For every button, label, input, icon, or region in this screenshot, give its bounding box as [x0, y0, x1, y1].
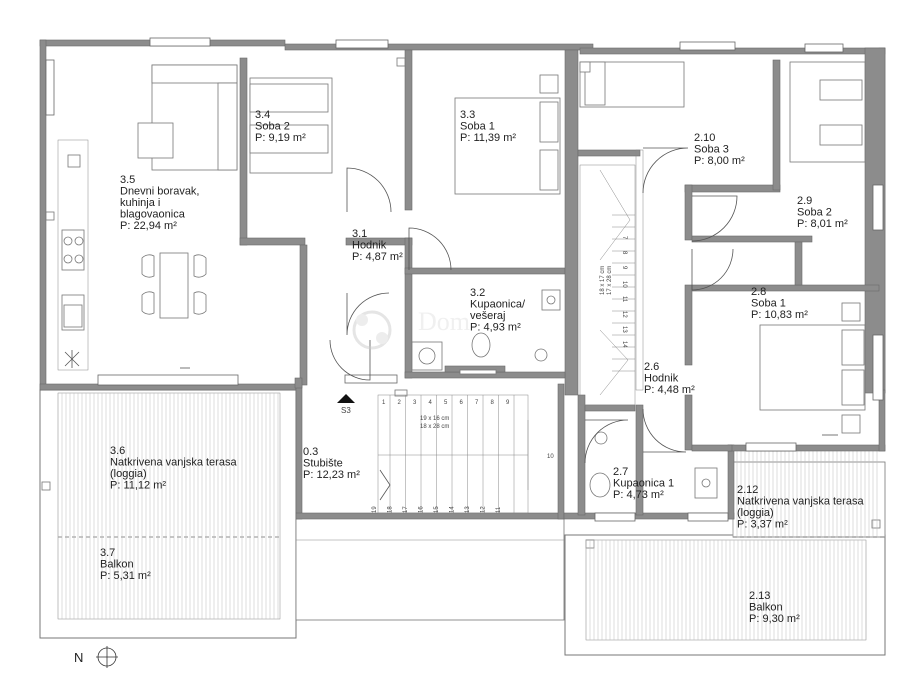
room-label-r210-line-2: P: 8,00 m² — [694, 155, 745, 167]
room-label-r28-line-0: 2.8 — [751, 286, 766, 298]
room-label-r35-line-3: blagovaonica — [120, 209, 186, 221]
room-label-r29-line-2: P: 8,01 m² — [797, 218, 848, 230]
stair-number-lower: 11 — [496, 506, 502, 513]
stairs-secondary: 7 8 9 10 11 12 13 14 — [579, 164, 636, 406]
stair-dim-right-2: 17 x 28 cm — [607, 266, 613, 295]
stair-number-right: 12 — [621, 311, 627, 318]
room-label-r212-line-3: P: 3,37 m² — [737, 519, 788, 531]
room-label-r27-line-1: Kupaonica 1 — [613, 478, 674, 490]
windows — [45, 37, 884, 522]
room-label-r35-line-1: Dnevni boravak, — [120, 186, 200, 198]
watermark: Dom — [352, 307, 470, 350]
room-label-r31-line-1: Hodnik — [352, 240, 387, 252]
room-label-r35-line-2: kuhinja i — [120, 197, 160, 209]
room-label-r32-line-3: P: 4,93 m² — [470, 322, 521, 334]
room-label-r29-line-0: 2.9 — [797, 195, 812, 207]
room-label-r26-line-1: Hodnik — [644, 373, 679, 385]
stair-number-lower: 17 — [403, 506, 409, 513]
room-label-r26-line-2: P: 4,48 m² — [644, 384, 695, 396]
room-label-r36-line-2: (loggia) — [110, 468, 147, 480]
room-label-r35-line-4: P: 22,94 m² — [120, 220, 177, 232]
stair-number-upper: 5 — [444, 400, 448, 406]
inner-walls — [239, 49, 880, 516]
room-label-r29-line-1: Soba 2 — [797, 207, 832, 219]
room-label-r36-line-0: 3.6 — [110, 445, 125, 457]
room-label-r31-line-0: 3.1 — [352, 228, 367, 240]
stair-number-right: 13 — [621, 326, 627, 333]
room-label-r32-line-0: 3.2 — [470, 287, 485, 299]
stair-number-right: 10 — [621, 281, 627, 288]
room-label-r210-line-1: Soba 3 — [694, 144, 729, 156]
stair-number-mid: 10 — [547, 454, 554, 460]
watermark-text: Dom — [418, 307, 470, 336]
room-label-r32-line-2: vešeraj — [470, 310, 505, 322]
stair-number-upper: 3 — [413, 400, 417, 406]
room-label-r34-line-1: Soba 2 — [255, 121, 290, 133]
room-label-r212-line-2: (loggia) — [737, 507, 774, 519]
room-label-r33-line-1: Soba 1 — [460, 121, 495, 133]
furniture — [57, 61, 866, 499]
room-label-r31-line-2: P: 4,87 m² — [352, 251, 403, 263]
room-label-r34-line-2: P: 9,19 m² — [255, 132, 306, 144]
stair-number-upper: 8 — [491, 400, 495, 406]
stair-number-upper: 2 — [398, 400, 402, 406]
room-label-r213-line-0: 2.13 — [749, 590, 770, 602]
room-label-r26-line-0: 2.6 — [644, 361, 659, 373]
room-label-r36-line-3: P: 11,12 m² — [110, 480, 166, 492]
room-label-r33-line-0: 3.3 — [460, 109, 475, 121]
room-label-r210-line-0: 2.10 — [694, 132, 715, 144]
stair-number-right: 8 — [621, 251, 627, 255]
room-label-r35-line-0: 3.5 — [120, 174, 135, 186]
stair-number-upper: 4 — [429, 400, 433, 406]
stair-number-lower: 12 — [481, 506, 487, 513]
room-label-r28-line-1: Soba 1 — [751, 298, 786, 310]
markers — [180, 367, 838, 436]
room-label-r213-line-2: P: 9,30 m² — [749, 613, 800, 625]
room-label-r37-line-0: 3.7 — [100, 547, 115, 559]
room-label-r03-line-0: 0.3 — [303, 446, 318, 458]
room-label-r03-line-2: P: 12,23 m² — [303, 469, 360, 481]
stair-dim-top-2: 18 x 28 cm — [420, 424, 449, 430]
room-label-r27-line-0: 2.7 — [613, 466, 628, 478]
stair-dim-right-1: 18 x 17 cm — [600, 266, 606, 295]
stair-marker-label: S3 — [341, 406, 351, 415]
stair-number-right: 11 — [621, 296, 627, 303]
room-label-r37-line-2: P: 5,31 m² — [100, 570, 151, 582]
balcony-left — [39, 389, 297, 639]
room-label-r33-line-2: P: 11,39 m² — [460, 132, 516, 144]
stair-number-lower: 14 — [450, 506, 456, 513]
stair-number-right: 9 — [621, 266, 627, 270]
room-label-r212-line-1: Natkrivena vanjska terasa — [737, 496, 864, 508]
stair-number-lower: 13 — [465, 506, 471, 513]
room-label-r213-line-1: Balkon — [749, 602, 783, 614]
stair-number-upper: 6 — [460, 400, 464, 406]
stair-number-right: 7 — [621, 236, 627, 240]
room-label-r34-line-0: 3.4 — [255, 109, 270, 121]
stair-number-upper: 9 — [506, 400, 510, 406]
stair-number-lower: 19 — [372, 506, 378, 513]
north-label: N — [74, 650, 83, 665]
stair-number-upper: 1 — [382, 400, 386, 406]
room-label-r27-line-2: P: 4,73 m² — [613, 489, 664, 501]
room-label-r36-line-1: Natkrivena vanjska terasa — [110, 457, 237, 469]
room-label-r37-line-1: Balkon — [100, 559, 134, 571]
room-label-r32-line-1: Kupaonica/ — [470, 299, 526, 311]
doors — [329, 147, 738, 464]
room-label-r03-line-1: Stubište — [303, 458, 343, 470]
stair-dim-top-1: 19 x 16 cm — [420, 416, 449, 422]
balcony-hatching — [57, 393, 878, 640]
stair-number-lower: 18 — [388, 506, 394, 513]
room-label-r28-line-2: P: 10,83 m² — [751, 309, 808, 321]
stair-number-right: 14 — [621, 341, 627, 348]
stairs-main: 1 19 2 18 3 17 4 16 5 15 6 14 7 13 8 12 9 11 10 — [372, 394, 554, 514]
stair-number-lower: 16 — [419, 506, 425, 513]
north-compass: N — [74, 646, 118, 668]
stair-number-lower: 15 — [434, 506, 440, 513]
center-recess — [295, 517, 565, 621]
room-label-r212-line-0: 2.12 — [737, 484, 758, 496]
stair-number-upper: 7 — [475, 400, 479, 406]
